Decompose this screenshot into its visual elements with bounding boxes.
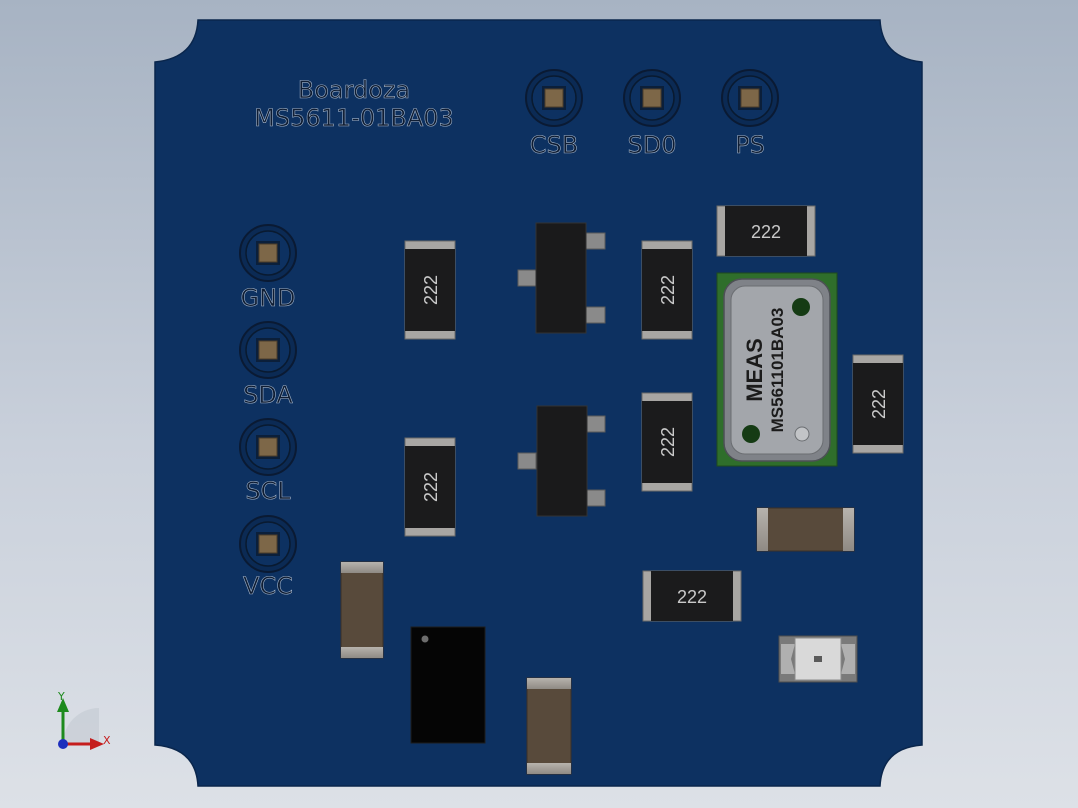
pin-csb[interactable] <box>525 69 583 127</box>
pin-ps[interactable] <box>721 69 779 127</box>
triad-x-label: X <box>103 734 111 747</box>
resistor-r5[interactable]: 222 <box>852 354 904 454</box>
pin-sd0[interactable] <box>623 69 681 127</box>
pressure-sensor-ms5611[interactable]: MEAS MS561101BA03 <box>716 272 838 467</box>
pin-gnd[interactable] <box>239 224 297 282</box>
resistor-r3[interactable]: 222 <box>641 392 693 492</box>
pin-vcc[interactable] <box>239 515 297 573</box>
resistor-r4[interactable]: 222 <box>404 437 456 537</box>
resistor-r7-label: 222 <box>677 587 707 607</box>
resistor-r4-label: 222 <box>421 472 441 502</box>
resistor-r7[interactable]: 222 <box>642 570 742 622</box>
transistor-q2[interactable] <box>517 405 606 517</box>
resistor-r2[interactable]: 222 <box>641 240 693 340</box>
pin-label-ps: PS <box>735 131 765 159</box>
capacitor-c3[interactable] <box>756 507 855 552</box>
resistor-r3-label: 222 <box>658 427 678 457</box>
resistor-r6-label: 222 <box>751 222 781 242</box>
coordinate-triad: Y X <box>57 690 111 750</box>
board-title-part: MS5611-01BA03 <box>254 104 454 132</box>
pin-label-sda: SDA <box>243 381 293 409</box>
pin-label-gnd: GND <box>240 284 295 312</box>
board-title-brand: Boardoza <box>298 76 411 104</box>
transistor-q1[interactable] <box>517 222 606 334</box>
regulator-ic[interactable] <box>410 626 486 744</box>
power-led[interactable] <box>778 635 858 683</box>
resistor-r6[interactable]: 222 <box>716 205 816 257</box>
sensor-brand-label: MEAS <box>742 338 767 402</box>
pin-sda[interactable] <box>239 321 297 379</box>
pin-label-csb: CSB <box>530 131 578 159</box>
pin-label-vcc: VCC <box>243 572 293 600</box>
resistor-r5-label: 222 <box>869 389 889 419</box>
capacitor-c1[interactable] <box>340 561 384 659</box>
capacitor-c2[interactable] <box>526 677 572 775</box>
pin-label-sd0: SD0 <box>628 131 677 159</box>
resistor-r1-label: 222 <box>421 275 441 305</box>
pin-label-scl: SCL <box>245 477 291 505</box>
resistor-r1[interactable]: 222 <box>404 240 456 340</box>
sensor-part-label: MS561101BA03 <box>768 308 787 433</box>
pin-scl[interactable] <box>239 418 297 476</box>
triad-y-label: Y <box>57 690 65 703</box>
resistor-r2-label: 222 <box>658 275 678 305</box>
